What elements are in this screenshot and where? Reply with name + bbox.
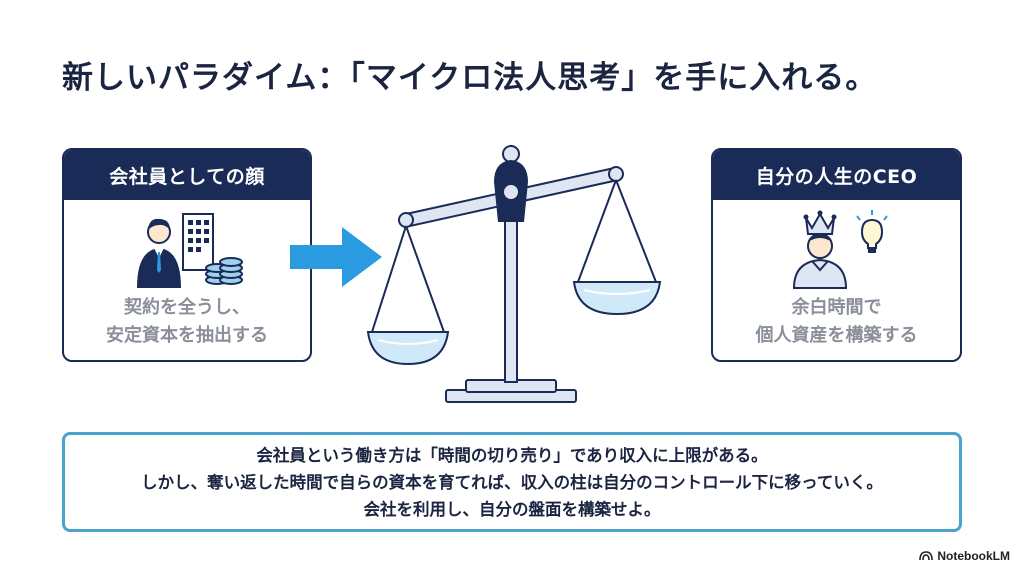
notebooklm-logo-icon bbox=[919, 551, 934, 561]
ceo-card-line-2: 個人資産を構築する bbox=[755, 325, 918, 346]
ceo-card: 自分の人生のCEO 余白時間で 個人資産を構築する bbox=[711, 148, 962, 362]
ceo-card-text: 余白時間で 個人資産を構築する bbox=[713, 294, 960, 350]
summary-line-2: しかし、奪い返した時間で自らの資本を育てれば、収入の柱は自分のコントロール下に移… bbox=[141, 472, 883, 492]
employee-card: 会社員としての顔 bbox=[62, 148, 312, 362]
businessman-illustration bbox=[64, 200, 310, 290]
employee-card-line-2: 安定資本を抽出する bbox=[106, 325, 268, 346]
brand-label: NotebookLM bbox=[937, 549, 1010, 563]
page-title: 新しいパラダイム：「マイクロ法人思考」を手に入れる。 bbox=[62, 60, 878, 96]
businessman-with-building-icon bbox=[137, 213, 243, 288]
notebooklm-brand: NotebookLM bbox=[919, 549, 1010, 563]
right-arrow-icon bbox=[290, 227, 382, 287]
employee-card-line-1: 契約を全うし、 bbox=[124, 297, 250, 318]
summary-line-3: 会社を利用し、自分の盤面を構築せよ。 bbox=[363, 499, 661, 519]
crowned-person-with-lightbulb-icon bbox=[792, 210, 888, 289]
balance-scale-icon bbox=[366, 145, 662, 403]
ceo-card-line-1: 余白時間で bbox=[791, 297, 882, 318]
summary-box: 会社員という働き方は「時間の切り売り」であり収入に上限がある。 しかし、奪い返し… bbox=[62, 432, 962, 532]
summary-line-1: 会社員という働き方は「時間の切り売り」であり収入に上限がある。 bbox=[256, 445, 768, 465]
employee-card-text: 契約を全うし、 安定資本を抽出する bbox=[64, 294, 310, 350]
ceo-illustration bbox=[713, 200, 960, 290]
employee-card-header: 会社員としての顔 bbox=[64, 150, 310, 200]
ceo-card-header: 自分の人生のCEO bbox=[713, 150, 960, 200]
